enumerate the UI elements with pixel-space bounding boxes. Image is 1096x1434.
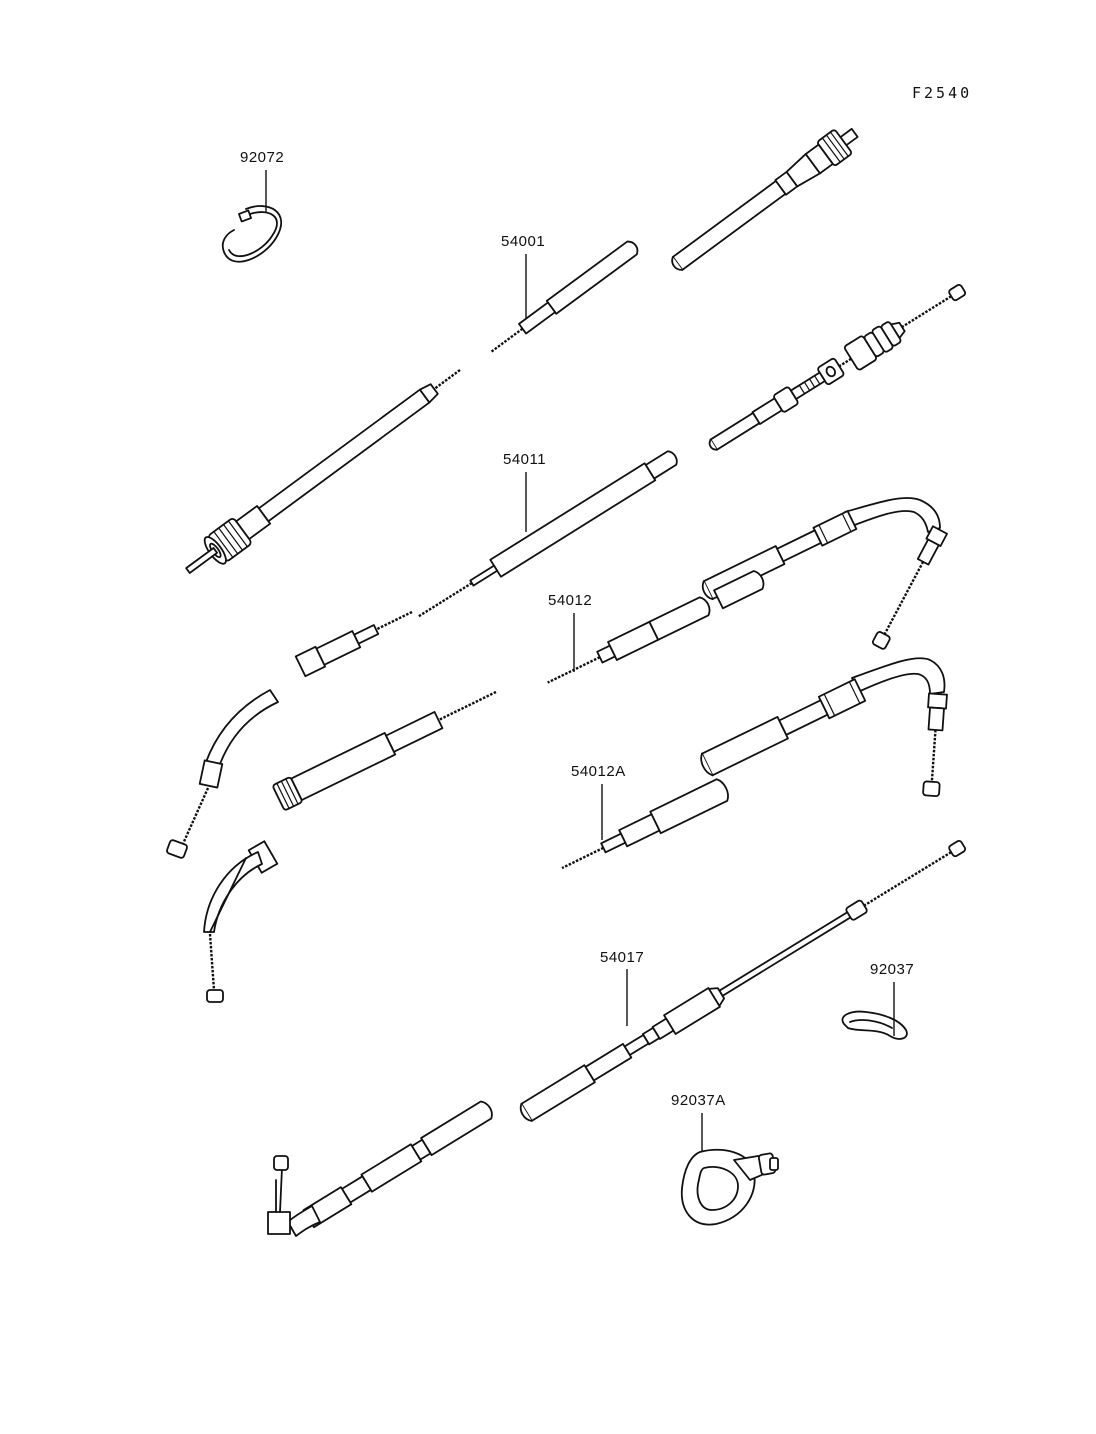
lower-housing	[315, 630, 362, 666]
label-54017: 54017	[600, 949, 645, 966]
cable-54001-lower	[185, 369, 461, 574]
wire-right-a	[930, 729, 937, 782]
wire-top	[863, 851, 952, 907]
figure-code: F2540	[912, 84, 973, 102]
wire-nipple	[948, 283, 967, 302]
nipple-left	[166, 839, 188, 859]
housing-b	[545, 240, 639, 315]
label-54001: 54001	[501, 233, 546, 250]
label-92037: 92037	[870, 961, 915, 978]
housing-a	[671, 180, 787, 271]
label-92072: 92072	[240, 149, 285, 166]
housing-b	[713, 570, 765, 610]
cable-54011	[416, 283, 967, 618]
break-a	[671, 256, 684, 271]
label-92037A: 92037A	[671, 1092, 726, 1109]
snap-ring-92072	[221, 170, 283, 263]
cable-54001-middle	[489, 240, 639, 354]
housing-c	[257, 388, 431, 523]
elbow-sleeve	[916, 538, 940, 566]
lower-housing-b	[290, 732, 397, 802]
nipple-right	[872, 631, 891, 650]
cable-54001-upper	[671, 127, 859, 271]
label-54011: 54011	[503, 451, 547, 468]
cable-54017-lower	[302, 1100, 493, 1229]
housing-b2	[649, 778, 729, 835]
ring-tab	[238, 209, 252, 223]
end-sleeve-a	[600, 832, 627, 854]
housing-c	[648, 596, 711, 641]
cable-54011-lower	[416, 450, 678, 618]
inner-wire-lower	[433, 369, 461, 390]
end-nipple	[273, 1155, 289, 1171]
housing-d	[607, 620, 660, 661]
cable-54012A	[203, 657, 948, 1003]
elbow-ferrule-a	[927, 692, 948, 710]
housing-c	[420, 1100, 493, 1157]
cable-54017-upper	[519, 839, 967, 1122]
end-sleeve	[596, 644, 616, 664]
clamp-92037	[841, 982, 908, 1040]
threaded-rod	[789, 371, 826, 400]
clamp-92037A	[680, 1113, 779, 1226]
wire-middle-a	[561, 846, 604, 870]
elbow-bottom	[287, 1205, 321, 1237]
lower-housing-a	[385, 711, 444, 753]
nipple-left-a	[206, 989, 224, 1003]
wire-left-a	[208, 933, 216, 991]
junction-body	[663, 987, 721, 1035]
housing-b	[520, 1064, 596, 1122]
guide-bolt-tip	[769, 1157, 779, 1171]
lower-ferrule	[294, 645, 327, 678]
housing-a	[584, 1043, 633, 1082]
end-sleeve	[469, 564, 499, 587]
cable-54017	[267, 839, 967, 1237]
nipple-top	[948, 839, 967, 858]
elbow-left	[203, 689, 279, 771]
guide-slot	[696, 1166, 739, 1211]
label-54012: 54012	[548, 592, 593, 609]
curved-bracket	[203, 851, 263, 933]
elbow-sleeve-a	[927, 706, 945, 732]
cable-54001	[185, 127, 859, 574]
inner-wire	[489, 327, 524, 354]
cable-54012A-lower	[272, 690, 497, 811]
end-sleeve	[518, 301, 556, 335]
cable-54012	[166, 497, 948, 859]
wire-lower	[416, 582, 473, 618]
clamp-loop	[841, 1010, 908, 1040]
wire-middle	[547, 656, 601, 684]
cable-54012-tip-right	[872, 525, 948, 650]
cable-54012A-tip-right	[922, 692, 948, 798]
wire-left	[180, 787, 210, 847]
end-wire	[279, 1167, 283, 1213]
square-tip	[185, 547, 218, 574]
wire-upper	[901, 295, 952, 328]
wire-right	[883, 561, 925, 635]
cable-54012-middle	[547, 570, 765, 684]
ring-outer	[221, 205, 283, 263]
ring-inner	[228, 211, 278, 257]
nipple-right-a	[922, 780, 941, 798]
elbow-right-a	[851, 657, 946, 695]
end-clip	[267, 1211, 291, 1235]
cable-54012-lower	[294, 610, 413, 678]
cable-54011-upper	[708, 283, 967, 451]
elbow-left-ferrule	[198, 759, 224, 789]
housing-b	[489, 462, 657, 578]
elbow-right	[844, 497, 941, 533]
cable-54012A-upper	[700, 678, 867, 777]
sleeve-a2	[778, 699, 829, 736]
label-54012A: 54012A	[571, 763, 626, 780]
housing-a	[709, 412, 761, 451]
housing-d	[360, 1143, 423, 1193]
cable-54012A-middle	[561, 778, 729, 870]
thin-housing	[718, 911, 852, 997]
sleeve-a	[776, 529, 822, 563]
housing-a2	[701, 716, 789, 777]
